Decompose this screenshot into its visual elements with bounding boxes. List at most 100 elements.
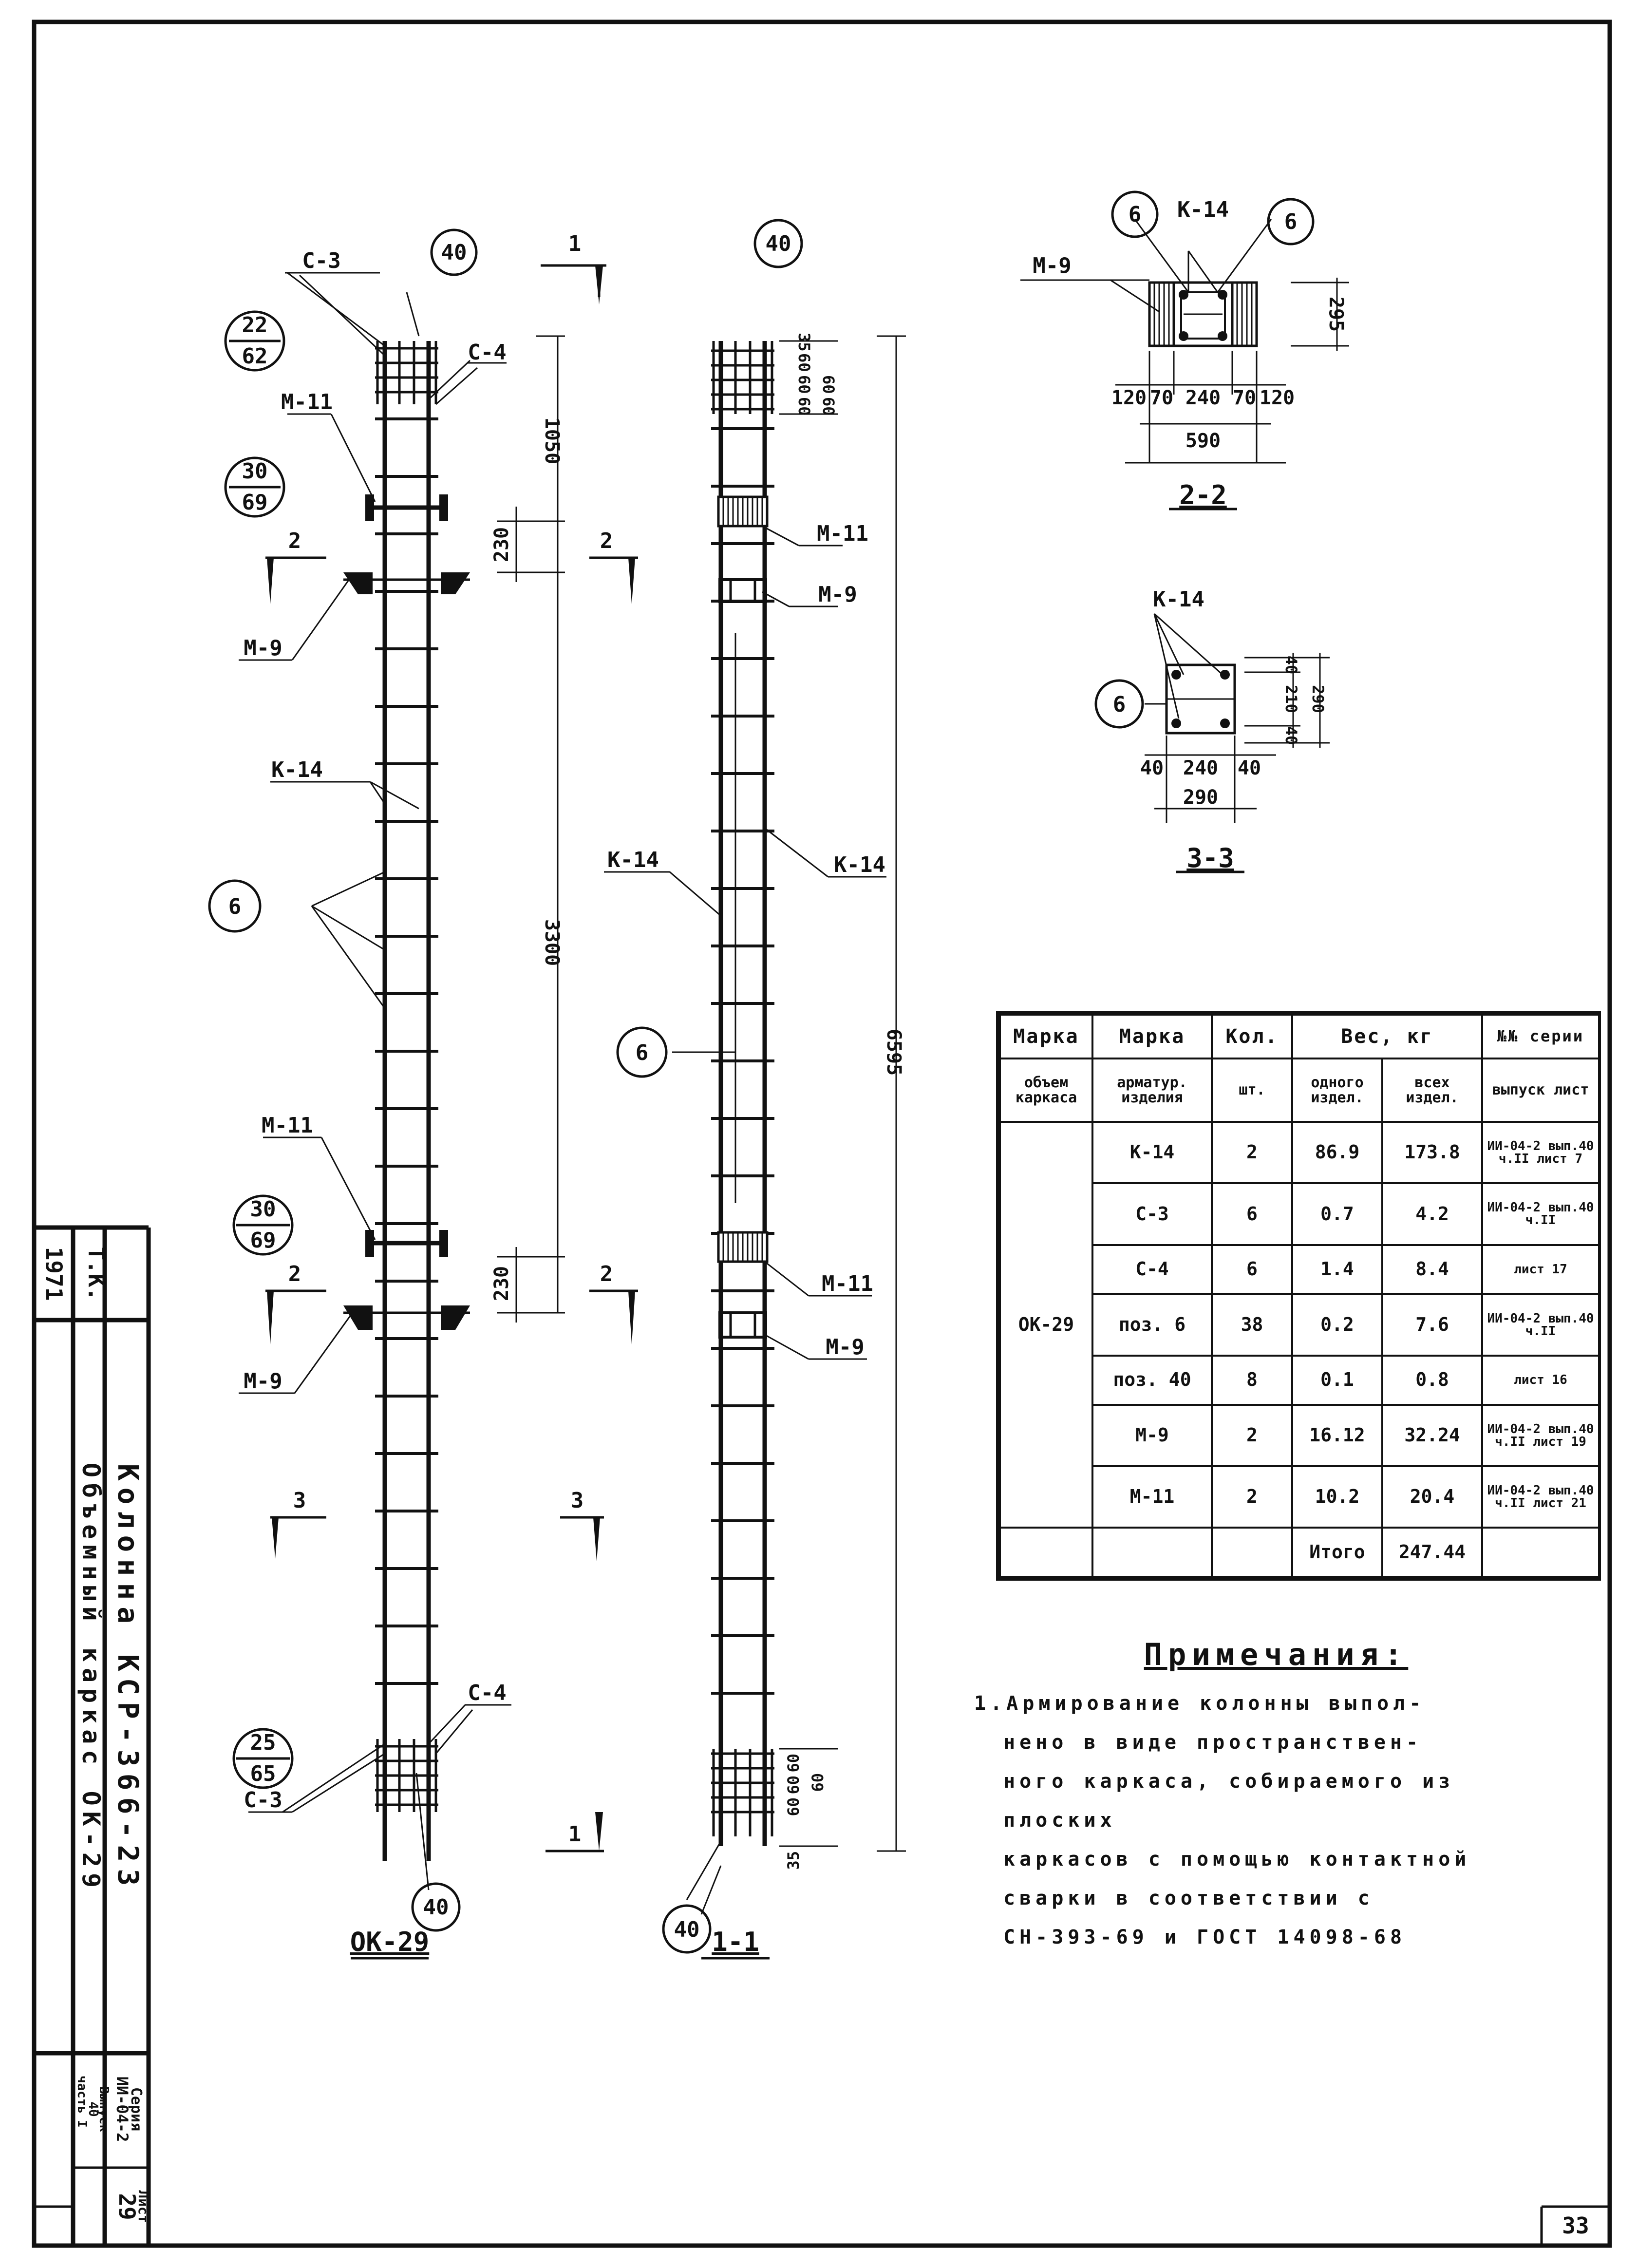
svg-text:6595: 6595 (883, 1029, 905, 1076)
th-series: №№ серии (1481, 1014, 1600, 1059)
svg-text:С-3: С-3 (244, 1788, 282, 1813)
svg-text:3300: 3300 (541, 919, 563, 966)
svg-text:6: 6 (1113, 692, 1126, 717)
svg-text:1050: 1050 (541, 417, 563, 464)
svg-text:290: 290 (1183, 786, 1218, 809)
svg-text:25: 25 (250, 1730, 276, 1755)
bottom-mesh (375, 1739, 438, 1812)
svg-text:3: 3 (293, 1488, 306, 1513)
svg-text:1971: 1971 (41, 1247, 67, 1301)
svg-text:65: 65 (250, 1761, 276, 1786)
svg-text:290: 290 (1309, 685, 1327, 713)
svg-text:К-14: К-14 (1177, 197, 1229, 222)
svg-text:40: 40 (423, 1895, 449, 1920)
section-1-1 (604, 219, 906, 1960)
svg-text:29: 29 (114, 2193, 140, 2220)
svg-text:С-4: С-4 (468, 340, 506, 365)
svg-text:22: 22 (242, 313, 268, 338)
svg-text:Выпуск: Выпуск (96, 2086, 111, 2132)
svg-text:210: 210 (1282, 685, 1300, 713)
svg-text:40: 40 (86, 2101, 100, 2117)
svg-text:часть: часть (75, 2076, 89, 2114)
pos-40-top-label: 40 (441, 240, 467, 265)
ok29-caption: ОК-29 (350, 1927, 430, 1957)
svg-text:60: 60 (795, 353, 813, 372)
svg-text:6: 6 (636, 1040, 649, 1065)
group-mark: ОК-29 (999, 1120, 1093, 1529)
section-marker-2-a (265, 556, 638, 604)
section11-top-mesh (711, 341, 774, 414)
svg-text:230: 230 (490, 527, 513, 562)
svg-text:2: 2 (600, 529, 613, 553)
svg-text:33: 33 (1562, 2212, 1589, 2239)
svg-text:120: 120 (1111, 387, 1147, 409)
svg-text:60: 60 (809, 1773, 827, 1792)
specification-table: Марка Марка Кол. Вес, кг №№ серии объем … (996, 1011, 1601, 1581)
svg-text:К-14: К-14 (834, 852, 885, 877)
th-qty: Кол. (1211, 1014, 1293, 1059)
svg-text:М-11: М-11 (262, 1113, 313, 1138)
title-line-1: Колонна КСР-366-23 (112, 1464, 145, 1893)
svg-text:62: 62 (242, 344, 268, 369)
th-mark-obj: Марка (999, 1014, 1093, 1059)
table-total-row: Итого 247.44 (999, 1527, 1600, 1578)
svg-text:М-9: М-9 (1033, 253, 1071, 278)
svg-text:2: 2 (288, 529, 301, 553)
svg-text:60: 60 (784, 1754, 803, 1773)
svg-text:М-9: М-9 (826, 1335, 864, 1360)
svg-text:240: 240 (1183, 757, 1218, 779)
svg-text:40: 40 (674, 1917, 700, 1942)
svg-text:К-14: К-14 (1153, 587, 1204, 612)
th-weight: Вес, кг (1291, 1014, 1484, 1059)
svg-text:230: 230 (490, 1266, 513, 1301)
svg-text:1: 1 (568, 1822, 582, 1847)
svg-text:120: 120 (1260, 387, 1295, 409)
title-block (34, 1225, 1610, 2246)
svg-text:К-14: К-14 (607, 848, 659, 872)
svg-text:295: 295 (1325, 297, 1347, 332)
svg-text:Лист: Лист (135, 2190, 151, 2223)
svg-text:40: 40 (1238, 757, 1261, 779)
svg-text:3: 3 (571, 1488, 584, 1513)
section11-bottom-mesh (711, 1749, 774, 1836)
svg-text:60: 60 (819, 397, 838, 416)
svg-text:40: 40 (1140, 757, 1164, 779)
section-marker-1-bottom (546, 1812, 604, 1852)
svg-text:69: 69 (250, 1228, 276, 1253)
svg-text:69: 69 (242, 490, 268, 515)
svg-text:2: 2 (600, 1262, 613, 1286)
svg-text:М-9: М-9 (818, 582, 857, 607)
title-line-2: Объемный каркас ОК-29 (77, 1463, 105, 1893)
svg-text:60: 60 (784, 1776, 803, 1795)
svg-text:60: 60 (795, 397, 813, 416)
svg-text:1: 1 (568, 231, 582, 256)
svg-text:40: 40 (1282, 656, 1300, 675)
section-marker-1-top (541, 264, 606, 304)
svg-text:40: 40 (766, 231, 791, 256)
svg-text:70: 70 (1150, 387, 1173, 409)
svg-text:М-9: М-9 (244, 636, 282, 661)
notes-title: Примечания: (1144, 1637, 1409, 1672)
svg-text:590: 590 (1185, 430, 1221, 452)
svg-text:30: 30 (242, 459, 268, 484)
svg-text:С-4: С-4 (468, 1681, 506, 1705)
section-marker-2-b (265, 1289, 638, 1344)
svg-text:М-11: М-11 (822, 1271, 873, 1296)
svg-text:6: 6 (1129, 202, 1142, 227)
svg-text:40: 40 (1282, 726, 1300, 745)
section-2-2 (1020, 190, 1349, 510)
pos-40-top-circle (430, 228, 478, 276)
section11-caption: 1-1 (712, 1927, 759, 1957)
th-mark-arm: Марка (1091, 1014, 1213, 1059)
notes: Примечания: 1.Армирование колонны выпол-… (974, 1637, 1578, 1957)
elevation-ok29 (208, 228, 638, 1960)
svg-text:70: 70 (1233, 387, 1256, 409)
section-3-3 (1094, 613, 1330, 873)
section33-caption: 3-3 (1186, 843, 1234, 873)
